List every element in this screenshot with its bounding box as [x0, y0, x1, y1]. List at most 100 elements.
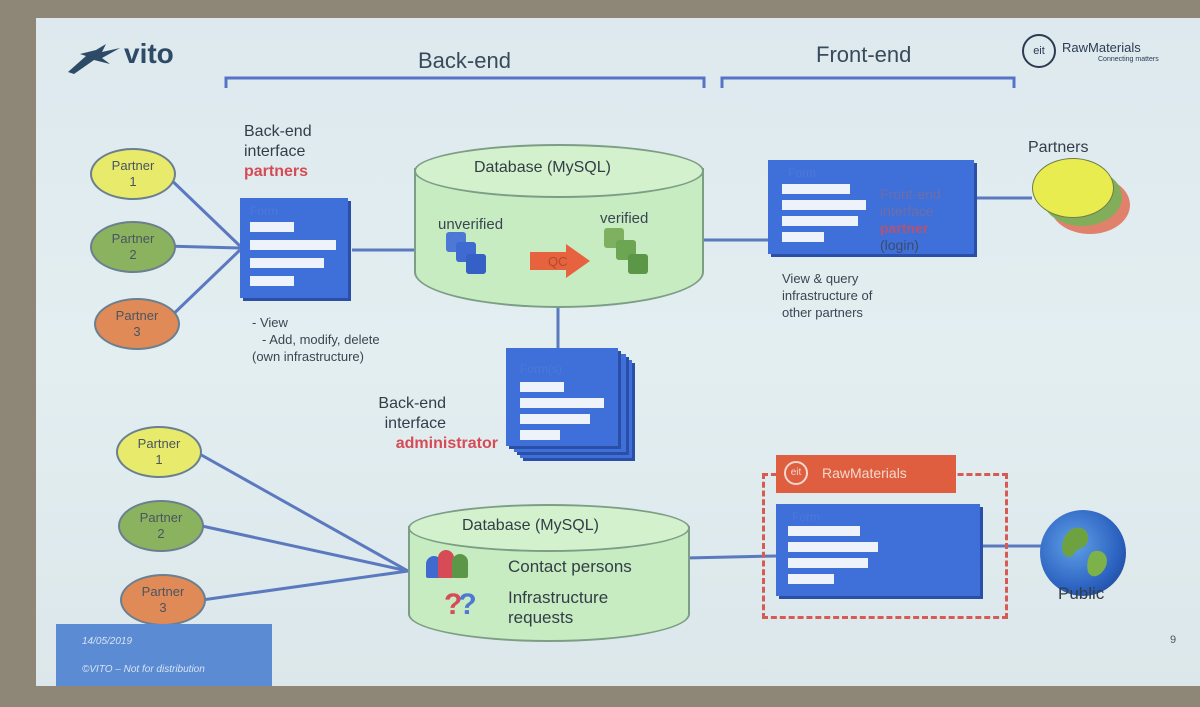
top-partner-2-num: 2: [129, 247, 137, 262]
infra-line2: requests: [508, 608, 574, 627]
backend-notes: - View - Add, modify, delete (own infras…: [252, 314, 380, 365]
backend-form-title: Form: [250, 204, 278, 218]
eit-banner-icon: eit: [784, 461, 808, 485]
infrastructure-requests-label: Infrastructure requests: [508, 588, 608, 628]
admin-form-stack: Form(s): [506, 348, 638, 464]
top-partner-1: Partner 1: [90, 148, 176, 200]
vito-logo: vito: [124, 38, 174, 69]
bottom-partner-3: Partner 3: [120, 574, 206, 626]
rawmaterials-logo: eit RawMaterials Connecting matters: [1022, 34, 1192, 74]
form-bar: [520, 414, 590, 424]
frontend-interface-label: Front-end interface partner (login): [880, 186, 941, 254]
infrastructure-question-icon: ??: [444, 588, 477, 621]
verified-label: verified: [600, 210, 649, 227]
top-database-title: Database (MySQL): [474, 159, 611, 176]
top-database-top: [414, 144, 704, 198]
bia-line1: Back-end: [378, 395, 446, 412]
frontend-note-2: infrastructure of: [782, 288, 873, 303]
partners-right-label: Partners: [1028, 139, 1089, 156]
slide: vito eit RawMaterials Connecting matters…: [36, 18, 1200, 686]
backend-partner-form: Form: [240, 198, 348, 298]
bia-line3: administrator: [395, 435, 498, 452]
person-figure: [452, 554, 468, 578]
vito-bird-icon: [68, 44, 120, 74]
top-partner-2: Partner 2: [90, 221, 176, 273]
bottom-partner-2-num: 2: [157, 526, 165, 541]
stack-square: [628, 254, 648, 274]
frontend-note-1: View & query: [782, 271, 859, 286]
fi-line3: partner: [880, 220, 929, 236]
backend-note-3: (own infrastructure): [252, 349, 364, 364]
bottom-partner-1-label: Partner: [137, 436, 181, 451]
bottom-partner-3-num: 3: [159, 600, 167, 615]
admin-form-front: Form(s): [506, 348, 618, 446]
footer-notice: ©VITO – Not for distribution: [82, 664, 205, 675]
top-partner-3-num: 3: [133, 324, 141, 339]
top-partner-1-label: Partner: [111, 158, 155, 173]
partner-pile-yellow: [1032, 158, 1114, 218]
frontend-form-title: Form: [788, 166, 816, 180]
form-bar: [520, 382, 564, 392]
person-figure: [438, 550, 454, 578]
qc-arrow-icon: [530, 244, 590, 278]
globe-icon: [1040, 510, 1126, 596]
bottom-database-top: [408, 504, 690, 552]
admin-form-title: Form(s): [520, 362, 562, 376]
top-partner-2-label: Partner: [111, 231, 155, 246]
banner-text: RawMaterials: [822, 465, 907, 481]
frontend-partner-form: Form Front-end interface partner (login): [768, 160, 974, 254]
bip-line3: partners: [244, 163, 309, 180]
bia-line2: interface: [384, 415, 446, 432]
bip-line1: Back-end: [244, 123, 312, 140]
contact-persons-label: Contact persons: [508, 557, 632, 576]
frontend-notes: View & query infrastructure of other par…: [782, 270, 872, 321]
bottom-partner-2-label: Partner: [139, 510, 183, 525]
rawmaterials-logo-text: RawMaterials: [1062, 40, 1141, 55]
top-partner-1-num: 1: [129, 174, 137, 189]
bip-line2: interface: [244, 143, 306, 160]
bottom-partner-3-label: Partner: [141, 584, 185, 599]
form-bar: [250, 276, 294, 286]
fi-line2: interface: [880, 203, 934, 219]
form-bar: [250, 258, 324, 268]
form-bar: [782, 184, 850, 194]
top-partner-3: Partner 3: [94, 298, 180, 350]
rawmaterials-logo-tagline: Connecting matters: [1098, 56, 1159, 63]
backend-interface-admin-label: Back-end interface administrator: [354, 394, 504, 454]
frontend-title: Front-end: [816, 42, 912, 67]
form-bar: [520, 398, 604, 408]
top-partner-3-label: Partner: [115, 308, 159, 323]
stack-square: [466, 254, 486, 274]
footer-band: 14/05/2019 ©VITO – Not for distribution: [56, 624, 272, 686]
public-form-title: Form: [792, 510, 820, 524]
form-bar: [782, 232, 824, 242]
backend-title: Back-end: [418, 48, 511, 73]
form-bar: [788, 526, 860, 536]
public-label: Public: [1058, 584, 1105, 603]
frontend-note-3: other partners: [782, 305, 863, 320]
page-number: 9: [1170, 634, 1177, 646]
backend-interface-partners-label: Back-end interface partners: [244, 122, 312, 182]
fi-line4: (login): [880, 237, 919, 253]
form-bar: [788, 574, 834, 584]
form-bar: [782, 216, 858, 226]
bottom-database-title: Database (MySQL): [462, 517, 599, 534]
verified-stack-icon: [604, 228, 658, 284]
backend-note-2: - Add, modify, delete: [262, 332, 380, 347]
fi-line1: Front-end: [880, 186, 941, 202]
contact-persons-icon: [426, 548, 480, 580]
form-bar: [520, 430, 560, 440]
form-bar: [782, 200, 866, 210]
form-bar: [250, 240, 336, 250]
form-bar: [788, 558, 868, 568]
footer-date: 14/05/2019: [82, 636, 133, 647]
infra-line1: Infrastructure: [508, 588, 609, 607]
unverified-stack-icon: [446, 232, 496, 284]
globe-continents: [1062, 527, 1107, 577]
qc-label: QC: [548, 254, 568, 269]
public-form: Form: [776, 504, 980, 596]
backend-note-1: - View: [252, 315, 288, 330]
unverified-label: unverified: [438, 216, 504, 233]
bottom-partner-1: Partner 1: [116, 426, 202, 478]
bottom-partner-1-num: 1: [155, 452, 163, 467]
